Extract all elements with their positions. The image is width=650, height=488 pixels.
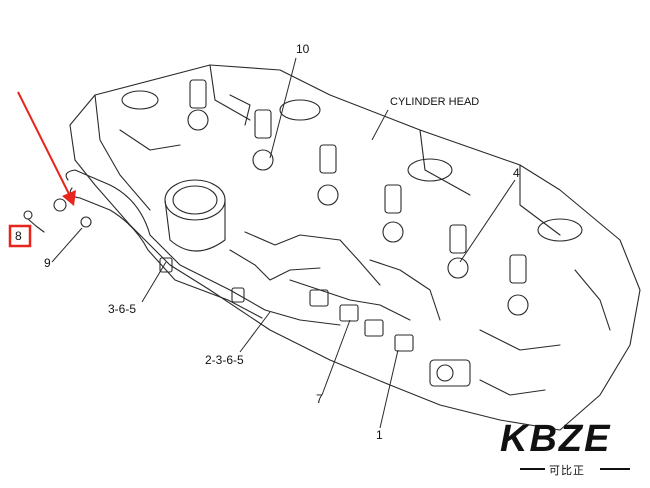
label-cylinder-head: CYLINDER HEAD bbox=[390, 96, 480, 108]
label-part-7: 7 bbox=[316, 392, 323, 406]
cylinder-head-outline bbox=[69, 64, 641, 431]
label-part-4: 4 bbox=[513, 166, 520, 180]
injector-group bbox=[187, 79, 529, 316]
label-part-2-3-6-5: 2-3-6-5 bbox=[205, 353, 244, 367]
fuel-line-main bbox=[65, 169, 341, 326]
label-part-8: 8 bbox=[15, 229, 22, 243]
leader-lines bbox=[51, 57, 516, 429]
kbze-logo-subtitle: 可比正 bbox=[549, 465, 585, 477]
label-part-3-6-5: 3-6-5 bbox=[108, 302, 137, 316]
part-8-highlight-box bbox=[8, 224, 32, 248]
label-part-9: 9 bbox=[44, 256, 51, 270]
label-part-1: 1 bbox=[376, 428, 383, 442]
label-part-10: 10 bbox=[296, 42, 310, 56]
highlight-arrow bbox=[17, 91, 76, 206]
kbze-logo: KBZE bbox=[500, 418, 612, 460]
